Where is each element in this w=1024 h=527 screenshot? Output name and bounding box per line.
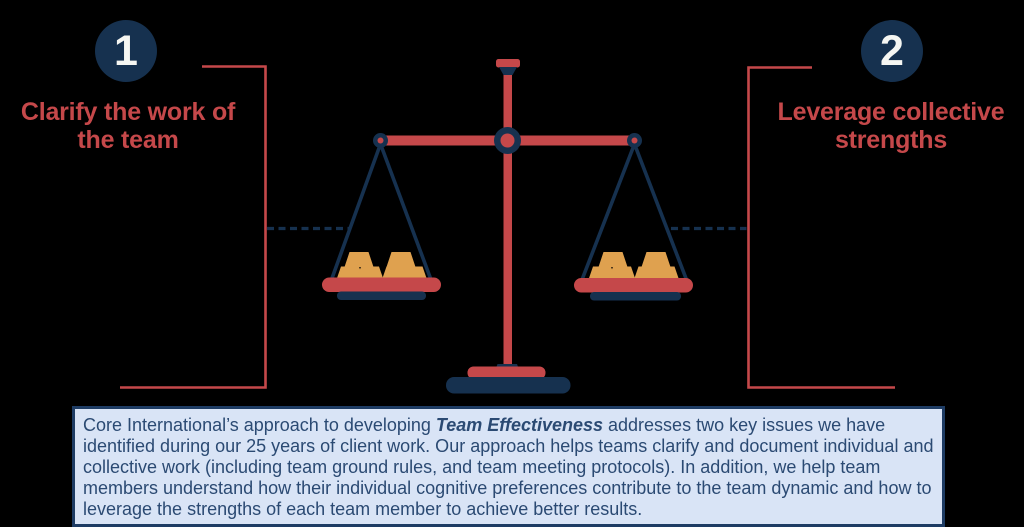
step-1-label: Clarify the work of the team (20, 98, 236, 154)
right-pan-shadow (590, 292, 681, 301)
right-pan (574, 278, 693, 293)
gold-ingot (651, 266, 680, 281)
scale-base-upper (467, 366, 546, 379)
scale-cap (496, 59, 520, 68)
beam-hub-pin (500, 133, 515, 148)
step-1-number: 1 (114, 26, 138, 75)
right-gold-ingots (588, 252, 680, 281)
right-bracket-line (747, 66, 895, 389)
left-bracket-line (120, 65, 267, 389)
gold-ingot (399, 266, 428, 281)
left-gold-ingots (336, 252, 428, 281)
step-2-badge: 2 (861, 20, 923, 82)
scale-pole (503, 66, 512, 367)
description-text-suffix: addresses two key issues we have identif… (83, 415, 934, 519)
description-text-emphasis: Team Effectiveness (435, 415, 604, 435)
left-pan-shadow (337, 291, 426, 300)
left-pan (322, 277, 441, 292)
right-pan-string (579, 143, 637, 282)
scale-base-lower (446, 377, 571, 394)
gold-ingot (608, 266, 636, 281)
right-pan-string (632, 143, 689, 282)
gold-ingot (588, 266, 616, 281)
step-2-label: Leverage collective strengths (777, 98, 1005, 154)
step-1-badge: 1 (95, 20, 157, 82)
gold-ingot (386, 252, 416, 267)
beam-end-right-pin (631, 137, 638, 144)
left-pan-string (378, 143, 434, 282)
gold-ingot (336, 266, 364, 281)
description-box: Core International’s approach to develop… (72, 406, 945, 527)
step-2-number: 2 (880, 26, 904, 75)
scale-cap-joint (499, 67, 517, 75)
gold-ingot (598, 252, 628, 267)
left-pan-string (329, 143, 383, 282)
gold-ingot (344, 252, 374, 267)
gold-ingot (356, 266, 384, 281)
beam-end-left-pin (377, 137, 384, 144)
gold-ingot (641, 252, 671, 267)
description-text-prefix: Core International’s approach to develop… (83, 415, 436, 435)
